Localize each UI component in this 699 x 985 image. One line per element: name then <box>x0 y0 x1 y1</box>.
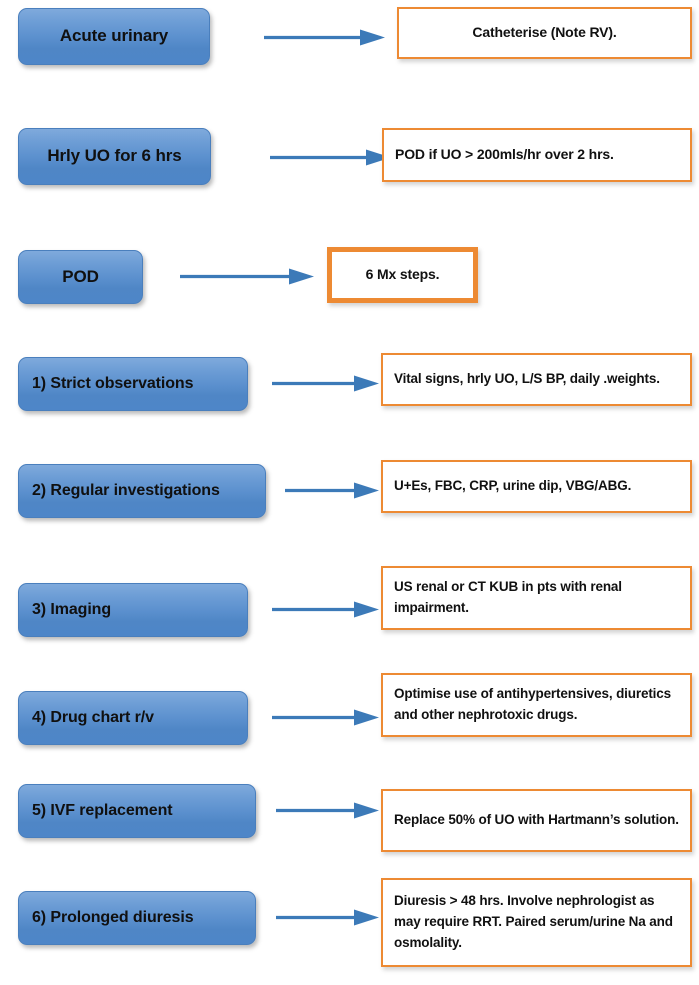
note-label: 6 Mx steps. <box>365 266 440 283</box>
node-label: 3) Imaging <box>32 601 112 619</box>
arrow-acute-urinary-to-catheterise <box>264 27 386 49</box>
arrow-step-4 <box>272 707 380 729</box>
note-label: US renal or CT KUB in pts with renal imp… <box>394 579 622 615</box>
node-step-3-imaging[interactable]: 3) Imaging <box>18 583 248 637</box>
node-label: 6) Prolonged diuresis <box>32 909 194 927</box>
node-label: 2) Regular investigations <box>32 482 220 500</box>
node-step-2-regular-investigations[interactable]: 2) Regular investigations <box>18 464 266 518</box>
note-label: Diuresis > 48 hrs. Involve nephrologist … <box>394 893 673 950</box>
arrow-step-3 <box>272 599 380 621</box>
note-catheterise[interactable]: Catheterise (Note RV). <box>397 7 692 59</box>
node-hourly-uo[interactable]: Hrly UO for 6 hrs <box>18 128 211 185</box>
note-step-5[interactable]: Replace 50% of UO with Hartmann’s soluti… <box>381 789 692 852</box>
node-label: Hrly UO for 6 hrs <box>47 146 182 166</box>
arrow-hourly-uo-to-pod-criteria <box>270 147 392 169</box>
node-label: 1) Strict observations <box>32 375 194 393</box>
node-step-4-drug-chart-review[interactable]: 4) Drug chart r/v <box>18 691 248 745</box>
note-label: Optimise use of antihypertensives, diure… <box>394 686 671 722</box>
arrow-step-2 <box>285 480 380 502</box>
note-step-6[interactable]: Diuresis > 48 hrs. Involve nephrologist … <box>381 878 692 967</box>
arrow-pod-to-mx-steps <box>180 266 315 288</box>
node-pod[interactable]: POD <box>18 250 143 304</box>
note-pod-criteria[interactable]: POD if UO > 200mls/hr over 2 hrs. <box>382 128 692 182</box>
note-step-3[interactable]: US renal or CT KUB in pts with renal imp… <box>381 566 692 630</box>
node-step-6-prolonged-diuresis[interactable]: 6) Prolonged diuresis <box>18 891 256 945</box>
node-label: 5) IVF replacement <box>32 802 173 820</box>
note-label: U+Es, FBC, CRP, urine dip, VBG/ABG. <box>394 478 632 494</box>
note-label: Replace 50% of UO with Hartmann’s soluti… <box>394 812 679 828</box>
note-label: Catheterise (Note RV). <box>472 24 617 41</box>
arrow-step-6 <box>276 907 380 929</box>
node-step-1-strict-observations[interactable]: 1) Strict observations <box>18 357 248 411</box>
node-step-5-ivf-replacement[interactable]: 5) IVF replacement <box>18 784 256 838</box>
arrow-step-5 <box>276 800 380 822</box>
node-label: POD <box>62 266 99 286</box>
node-label: 4) Drug chart r/v <box>32 709 154 727</box>
note-step-4[interactable]: Optimise use of antihypertensives, diure… <box>381 673 692 737</box>
note-mx-steps[interactable]: 6 Mx steps. <box>327 247 478 303</box>
note-label: Vital signs, hrly UO, L/S BP, daily .wei… <box>394 371 660 387</box>
note-label: POD if UO > 200mls/hr over 2 hrs. <box>395 146 614 163</box>
arrow-step-1 <box>272 373 380 395</box>
node-label: Acute urinary <box>59 26 169 46</box>
note-step-1[interactable]: Vital signs, hrly UO, L/S BP, daily .wei… <box>381 353 692 406</box>
node-acute-urinary[interactable]: Acute urinary <box>18 8 210 65</box>
note-step-2[interactable]: U+Es, FBC, CRP, urine dip, VBG/ABG. <box>381 460 692 513</box>
